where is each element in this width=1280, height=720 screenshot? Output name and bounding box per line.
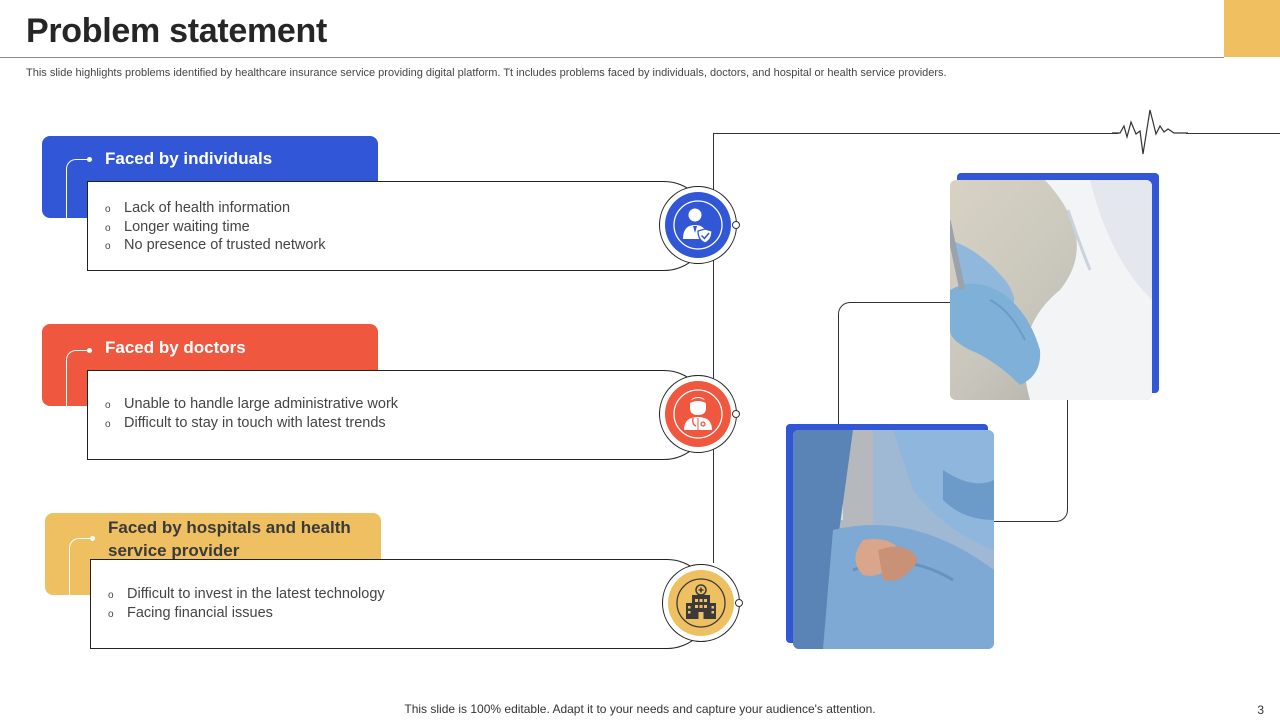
card-individuals-heading: Faced by individuals bbox=[105, 149, 273, 168]
doctors-icon-ring bbox=[659, 375, 740, 453]
tab-hook-dot bbox=[87, 348, 92, 353]
photo-connector-bracket bbox=[994, 398, 1068, 522]
title-divider bbox=[0, 57, 1224, 58]
corner-accent-block bbox=[1224, 0, 1280, 57]
card-doctors-heading: Faced by doctors bbox=[105, 338, 246, 357]
connector-horizontal-line bbox=[713, 133, 1118, 134]
doctor-stethoscope-icon bbox=[665, 381, 731, 447]
individuals-icon-ring bbox=[659, 186, 740, 264]
heartbeat-pulse-icon bbox=[1112, 109, 1188, 155]
doctor-shield-icon bbox=[665, 192, 731, 258]
ring-connector-dot bbox=[732, 410, 740, 418]
ring-connector-dot bbox=[732, 221, 740, 229]
card-hospitals-heading-line1: Faced by hospitals and health bbox=[108, 518, 351, 537]
tab-hook-line bbox=[69, 538, 92, 596]
tab-hook-line bbox=[66, 350, 89, 407]
hospital-building-icon bbox=[668, 570, 734, 636]
photo-connector-bracket bbox=[838, 302, 959, 428]
hospitals-icon-ring bbox=[662, 564, 743, 642]
ring-connector-dot bbox=[735, 599, 743, 607]
slide-subtitle: This slide highlights problems identifie… bbox=[26, 67, 947, 79]
slide-title: Problem statement bbox=[26, 12, 327, 50]
slide-footer: This slide is 100% editable. Adapt it to… bbox=[404, 702, 876, 716]
connector-vertical-line bbox=[713, 133, 714, 563]
card-hospitals-heading-line2: service provider bbox=[108, 541, 240, 560]
tab-hook-dot bbox=[90, 536, 95, 541]
tab-hook-dot bbox=[87, 157, 92, 162]
doctor-gloves-photo bbox=[950, 180, 1152, 400]
patient-hands-photo bbox=[793, 430, 994, 649]
page-number: 3 bbox=[1257, 703, 1264, 717]
connector-right-line bbox=[1186, 133, 1280, 134]
tab-hook-line bbox=[66, 159, 89, 219]
